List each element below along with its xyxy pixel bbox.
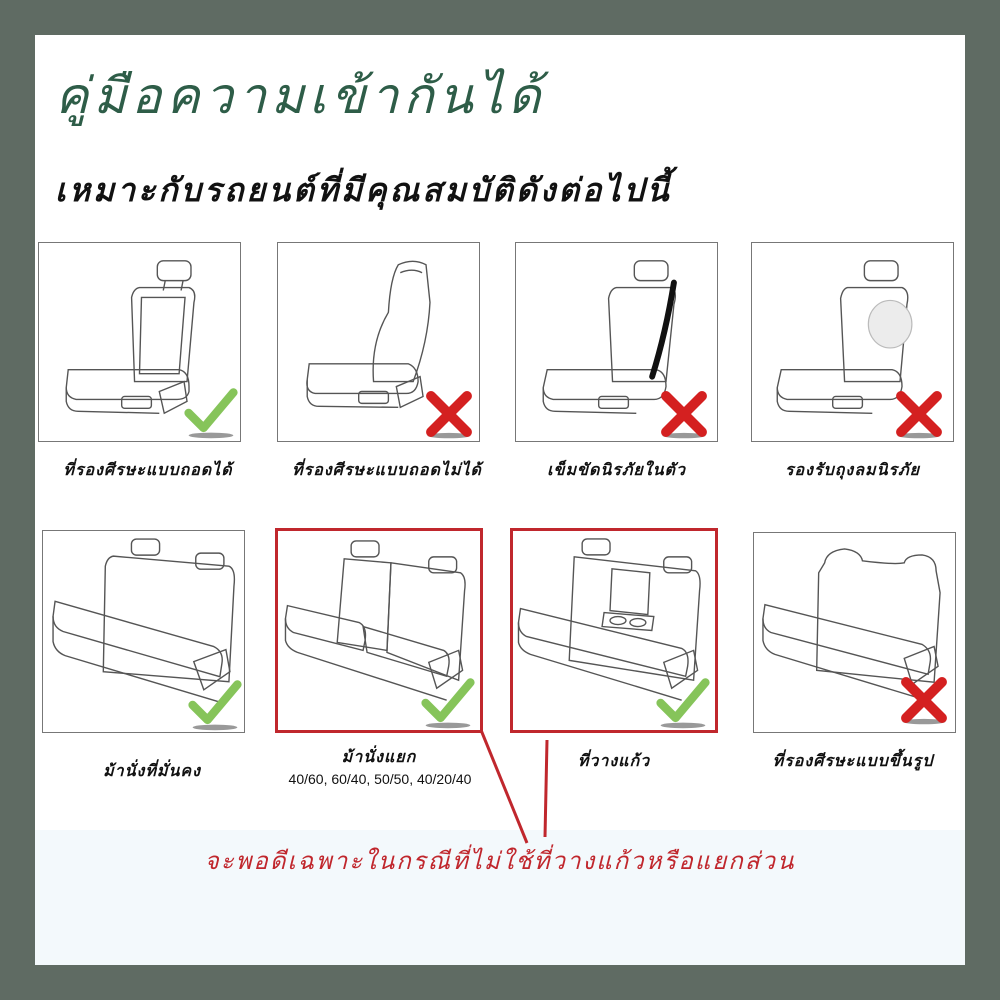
split-bench-illustration: [284, 540, 466, 701]
note-band: [35, 830, 965, 965]
x-mark-icon: [426, 391, 472, 439]
x-mark-icon: [901, 677, 947, 725]
solid-bench-illustration: [52, 538, 236, 703]
x-mark-icon: [661, 391, 707, 439]
panel-split-bench: [275, 528, 483, 733]
page-subtitle: เหมาะกับรถยนต์ที่มีคุณสมบัติดังต่อไปนี้: [55, 171, 672, 209]
panel-solid-bench: [42, 530, 245, 733]
fit-note: จะพอดีเฉพาะในกรณีที่ไม่ใช้ที่วางแก้วหรือ…: [204, 847, 796, 875]
molded-headrest-bench-illustration: [762, 548, 941, 701]
seat-fixed-headrest-illustration: [306, 260, 431, 409]
caption-solid-bench: ม้านั่งที่มั่นคง: [103, 761, 201, 780]
cup-holder-bench-illustration: [517, 538, 701, 701]
check-mark-icon: [656, 678, 710, 729]
caption-molded-headrest: ที่รองศีรษะแบบขึ้นรูป: [772, 751, 934, 770]
check-mark-icon: [188, 680, 242, 731]
panel-removable-headrest: [38, 242, 241, 442]
caption-split-bench: ม้านั่งแยก: [341, 747, 417, 766]
seat-builtin-seatbelt-illustration: [542, 260, 677, 414]
check-mark-icon: [421, 678, 475, 729]
split-ratios: 40/60, 60/40, 50/50, 40/20/40: [288, 771, 472, 787]
x-mark-icon: [896, 391, 942, 439]
compatibility-sheet: คู่มือความเข้ากันได้ เหมาะกับรถยนต์ที่มี…: [35, 35, 965, 965]
caption-cup-holder: ที่วางแก้ว: [577, 751, 651, 770]
caption-fixed-headrest: ที่รองศีรษะแบบถอดไม่ได้: [292, 460, 482, 479]
check-mark-icon: [184, 388, 238, 439]
panel-cup-holder: [510, 528, 718, 733]
caption-removable-headrest: ที่รองศีรษะแบบถอดได้: [63, 460, 233, 479]
seat-removable-headrest-illustration: [65, 260, 196, 415]
caption-builtin-seatbelt: เข็มขัดนิรภัยในตัว: [547, 460, 686, 479]
page-title: คู่มือความเข้ากันได้: [55, 67, 546, 125]
caption-airbag: รองรับถุงลมนิรภัย: [784, 460, 921, 479]
